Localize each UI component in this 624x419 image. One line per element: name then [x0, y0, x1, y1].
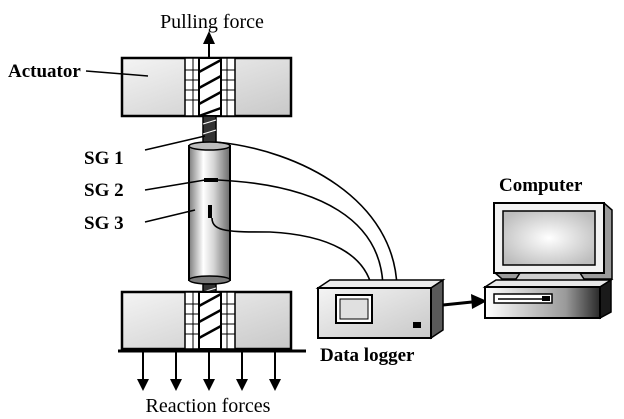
upper-rod [202, 115, 217, 147]
data-logger-label: Data logger [320, 345, 415, 366]
base-fixture-block [120, 290, 293, 351]
reaction-forces-label: Reaction forces [146, 395, 271, 417]
reaction-force-arrows [137, 351, 281, 391]
actuator-block [120, 56, 293, 118]
computer-label: Computer [499, 175, 583, 196]
pulling-force-label: Pulling force [160, 11, 264, 33]
sg2-label: SG 2 [84, 180, 124, 201]
data-logger-led [413, 322, 421, 328]
logger-to-computer-arrow [442, 294, 487, 309]
actuator-label: Actuator [8, 61, 81, 82]
strain-gauge-3 [208, 205, 212, 218]
computer-monitor [493, 202, 613, 283]
computer-tower [482, 278, 614, 320]
sg3-label: SG 3 [84, 213, 124, 234]
sg1-label: SG 1 [84, 148, 124, 169]
sg3-leader-line [144, 209, 196, 223]
gauge-wires [211, 141, 398, 289]
sg1-leader-line [144, 135, 206, 151]
actuator-leader-line [85, 70, 149, 77]
sg2-leader-line [144, 179, 206, 191]
data-logger [315, 278, 446, 340]
strain-gauge-2 [204, 178, 218, 182]
